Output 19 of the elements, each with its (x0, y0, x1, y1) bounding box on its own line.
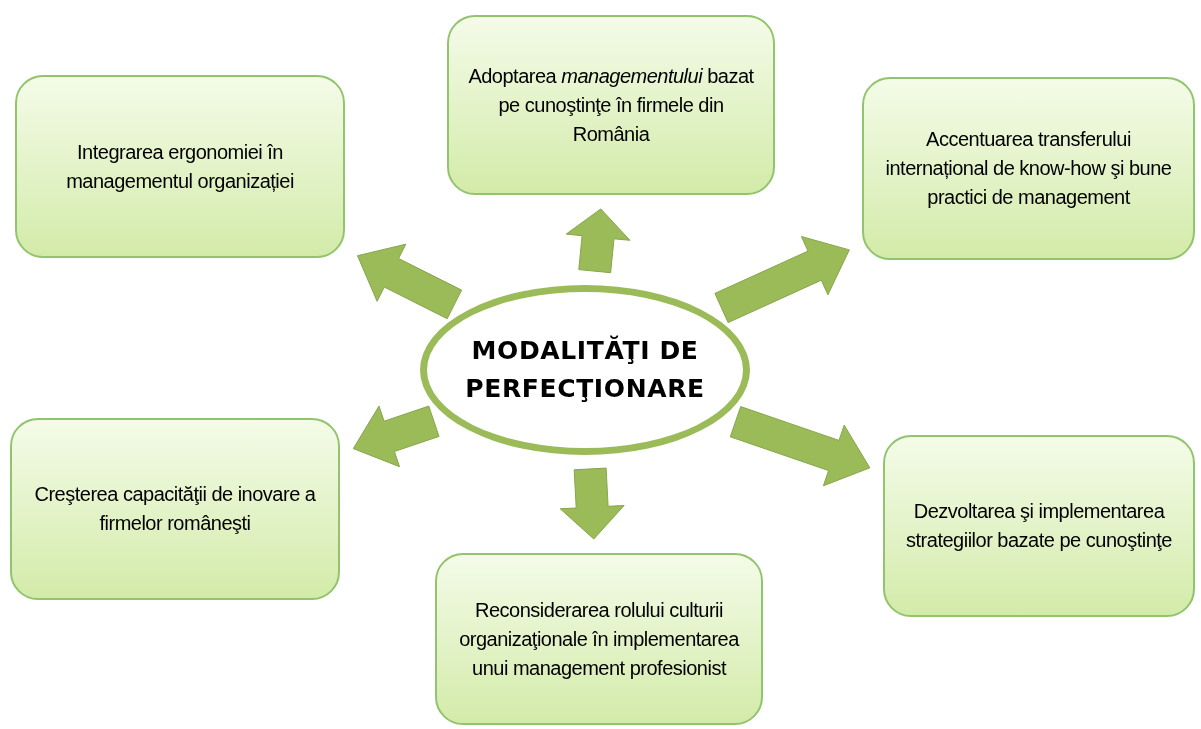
rounded-box (862, 77, 1195, 260)
block-arrow (352, 405, 440, 468)
box-text: Adoptarea managementului bazat pe cunoştinţe în firmele din România (467, 63, 755, 147)
block-arrow (559, 467, 625, 540)
box-text: Dezvoltarea şi implementarea strategiilor bazate pe cunoştinţe (905, 499, 1173, 553)
rounded-box (883, 435, 1195, 617)
box-text: Integrarea ergonomiei în managementul organizației (65, 139, 295, 194)
rounded-box (15, 75, 345, 258)
box-text: Accentuarea transferului internațional de know-how şi bune practici de management (884, 127, 1173, 210)
box-text: Creşterea capacităţii de inovare a firmelor româneşti (33, 482, 317, 536)
rounded-box (447, 15, 775, 195)
block-arrow (565, 208, 631, 274)
block-arrow (357, 243, 463, 320)
box-text: Reconsiderarea rolului culturii organizaţionale în implementarea unui management profesionist (458, 597, 741, 681)
rounded-box (10, 418, 340, 600)
center-title: MODALITĂŢI DE PERFECŢIONARE (464, 334, 706, 405)
block-arrow (714, 236, 850, 324)
block-arrow (729, 406, 871, 487)
rounded-box (435, 553, 763, 725)
